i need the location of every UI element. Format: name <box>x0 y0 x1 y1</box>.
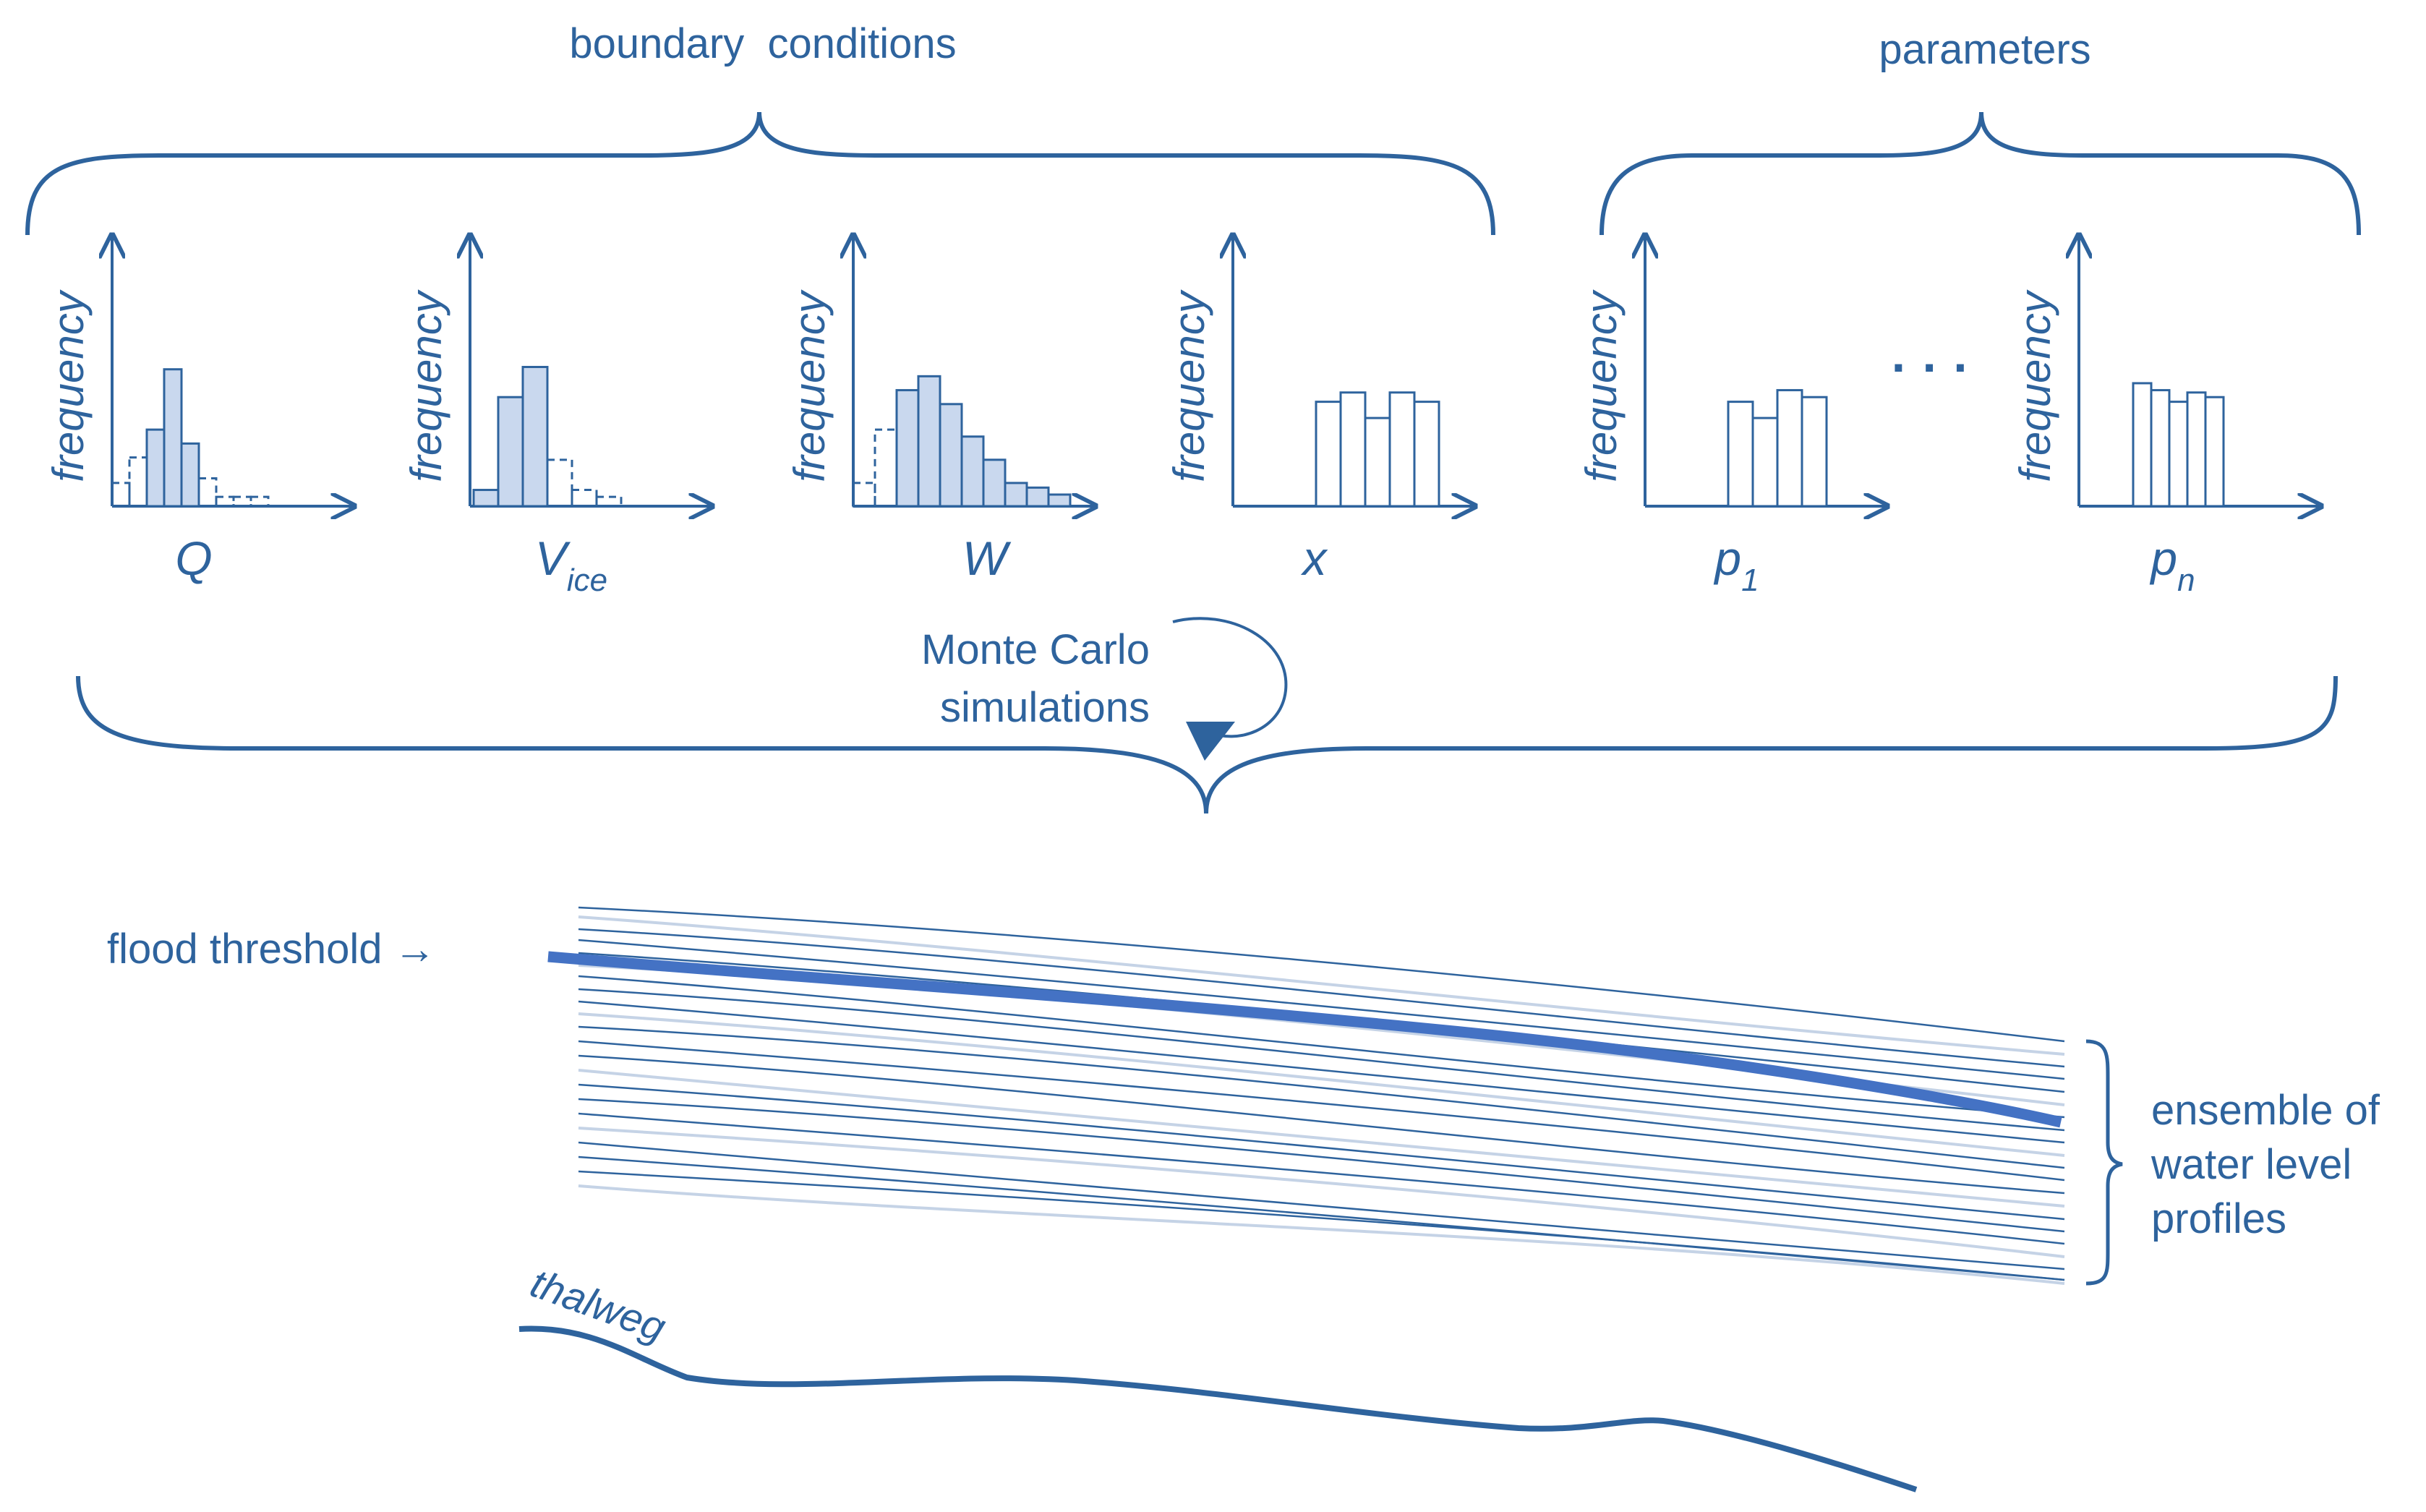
frequency-axis-label: frequency <box>2011 289 2059 482</box>
water-level-profile <box>578 1069 2065 1208</box>
histogram-x: frequency x <box>1165 235 1475 585</box>
water-level-profile <box>578 1040 2065 1182</box>
water-level-profile <box>578 1012 2065 1157</box>
flood-threshold-label: flood threshold → <box>107 926 436 973</box>
ensemble-label-line3: profiles <box>2151 1195 2286 1242</box>
variable-label: Vice <box>535 531 607 598</box>
histogram-bar <box>960 435 985 508</box>
boundary-conditions-brace <box>25 111 1495 236</box>
histogram-pn: frequency pn <box>2011 235 2321 598</box>
histogram-bar <box>1776 389 1803 508</box>
histogram-bar <box>497 396 524 508</box>
histogram-bar <box>521 366 549 508</box>
monte-carlo-brace <box>76 675 2338 814</box>
histogram-bar <box>1388 391 1416 508</box>
variable-label: p1 <box>1713 531 1759 598</box>
water-level-profile <box>578 1054 2065 1195</box>
histogram-bar-dashed <box>852 482 876 508</box>
water-level-profile <box>578 928 2065 1068</box>
histogram-bar <box>472 489 500 508</box>
water-level-profile <box>578 906 2065 1043</box>
histogram-bar <box>1751 417 1779 508</box>
histogram-bar <box>1413 401 1440 508</box>
frequency-axis-label: frequency <box>785 289 834 482</box>
frequency-axis-label: frequency <box>44 289 93 482</box>
monte-carlo-label-line2: simulations <box>940 684 1150 731</box>
variable-label: W <box>962 531 1012 585</box>
thalweg-line <box>518 1325 1918 1492</box>
histogram-panels: frequencyQfrequencyVicefrequencyWfrequen… <box>44 235 2321 598</box>
water-level-profile <box>578 1141 2065 1270</box>
thalweg-label: thalweg <box>525 1260 672 1350</box>
histogram-bar <box>2168 401 2189 508</box>
water-level-profile <box>578 1112 2065 1245</box>
water-level-profile <box>578 988 2065 1132</box>
water-level-profile <box>578 1000 2065 1144</box>
frequency-axis-label: frequency <box>402 289 450 482</box>
frequency-axis-label: frequency <box>1577 289 1626 482</box>
histogram-bar-dashed <box>128 456 148 508</box>
water-level-profiles <box>578 906 2065 1285</box>
histogram-bar <box>2204 396 2225 508</box>
monte-carlo-label-line1: Monte Carlo <box>921 626 1150 673</box>
parameters-brace <box>1599 111 2361 236</box>
histogram-bar <box>917 375 941 508</box>
ensemble-label-line2: water level <box>2150 1141 2352 1188</box>
histogram-bar <box>939 403 963 508</box>
histogram-bar <box>180 442 200 508</box>
water-level-profile <box>578 1127 2065 1258</box>
histogram-bar <box>1047 493 1072 508</box>
histogram-bar <box>2150 389 2171 508</box>
histogram-bar-dashed <box>546 458 573 508</box>
frequency-axis-label: frequency <box>1165 289 1213 482</box>
water-level-profile <box>578 1083 2065 1221</box>
water-level-profile <box>578 975 2065 1119</box>
histogram-bar <box>1004 482 1028 508</box>
flood-threshold-line <box>547 951 2062 1128</box>
histogram-bar <box>1339 391 1367 508</box>
water-level-profile <box>578 939 2065 1080</box>
variable-label: x <box>1301 531 1328 585</box>
histogram-bar-dashed <box>197 477 218 508</box>
histogram-bar-dashed <box>111 482 131 508</box>
histogram-bar-dashed <box>874 428 898 508</box>
cycle-arrow-icon <box>1172 617 1288 738</box>
histogram-p1: frequency p1 <box>1577 235 1887 598</box>
variable-label: pn <box>2149 531 2195 598</box>
ensemble-bracket <box>2085 1039 2123 1286</box>
variable-label: Q <box>175 531 212 585</box>
histogram-bar <box>1801 396 1828 508</box>
histogram-bar <box>163 368 183 508</box>
histogram-bar-dashed <box>571 489 598 508</box>
water-level-profile <box>578 1184 2065 1285</box>
water-level-profile <box>578 915 2065 1056</box>
ellipsis: · · · <box>1892 339 1970 396</box>
histogram-bar <box>1025 486 1050 508</box>
histogram-bar <box>1727 401 1754 508</box>
ensemble-label-line1: ensemble of <box>2151 1087 2380 1134</box>
water-level-profile <box>578 1025 2065 1169</box>
water-level-profile <box>578 1098 2065 1233</box>
parameters-label: parameters <box>1879 26 2090 73</box>
histogram-bar <box>1364 417 1391 508</box>
histogram-bar <box>982 458 1007 508</box>
water-level-profile <box>578 1170 2065 1281</box>
histogram-bar <box>2186 391 2207 508</box>
histogram-bar <box>1315 401 1342 508</box>
cycle-arrowhead-icon <box>1186 722 1235 761</box>
histogram-bar <box>895 389 920 508</box>
boundary-conditions-label: boundary conditions <box>569 20 956 67</box>
histogram-bar-dashed <box>595 495 623 508</box>
histogram-bar <box>145 428 166 508</box>
histogram-bar <box>2132 382 2153 508</box>
